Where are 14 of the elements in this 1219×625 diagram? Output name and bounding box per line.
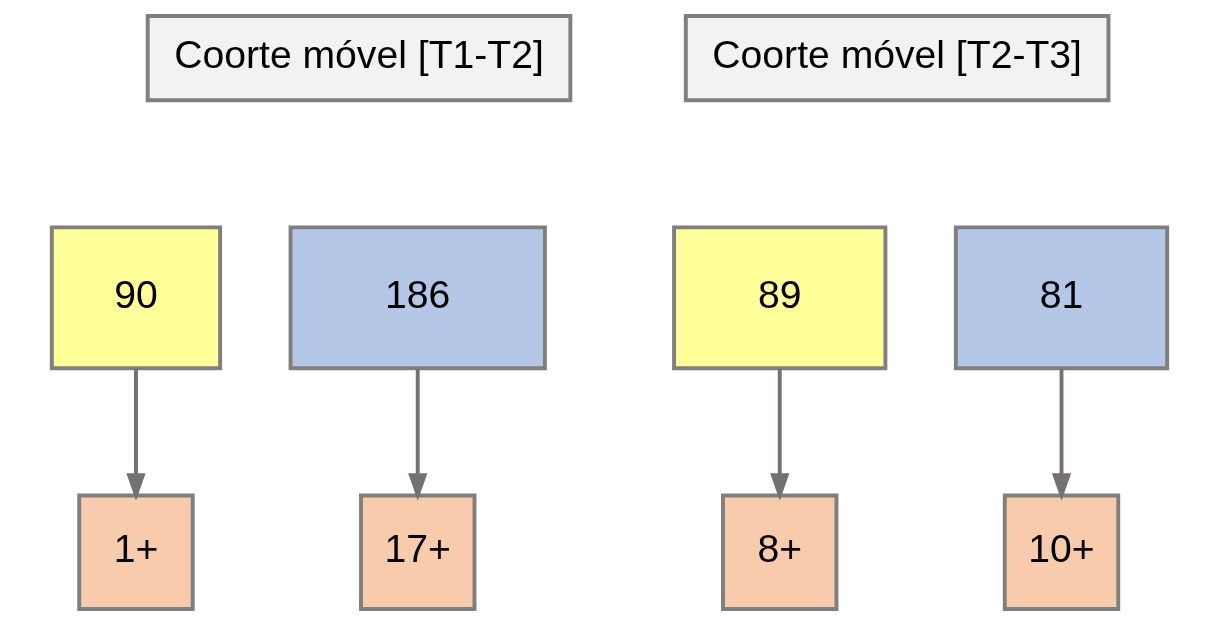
node-box: Coorte móvel [T2-T3] <box>683 14 1111 103</box>
node-box: 8+ <box>721 493 839 611</box>
node-box: 10+ <box>1002 493 1121 611</box>
node-box: 186 <box>288 225 547 371</box>
arrow <box>408 368 428 501</box>
node-box: Coorte móvel [T1-T2] <box>145 14 573 103</box>
node-box: 17+ <box>359 493 477 611</box>
arrow <box>126 368 146 501</box>
arrow <box>770 368 790 501</box>
node-box: 90 <box>49 225 223 371</box>
node-box: 81 <box>953 225 1170 371</box>
node-box: 89 <box>672 225 888 371</box>
arrow <box>1051 368 1072 501</box>
node-box: 1+ <box>77 493 195 611</box>
